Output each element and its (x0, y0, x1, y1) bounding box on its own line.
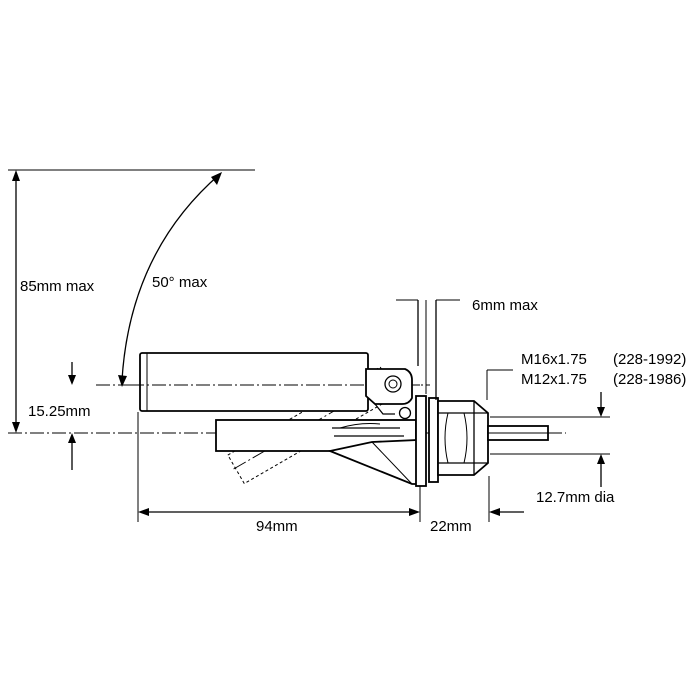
angle-dimension: 50° max (118, 172, 222, 387)
float-body (130, 352, 420, 412)
height-arrow-bottom (12, 422, 20, 433)
offset-label: 15.25mm (28, 403, 91, 420)
length-arrow-right (409, 508, 420, 516)
thread-small-label: M12x1.75 (521, 371, 587, 388)
clearance-label: 6mm max (472, 297, 538, 314)
offset-arrow-top (68, 375, 76, 385)
hinge-pivot-outer (384, 375, 402, 393)
offset-dimension: 15.25mm (28, 362, 91, 470)
height-arrow-top (12, 170, 20, 181)
thread-small-part-label: (228-1986) (613, 371, 686, 388)
washer (428, 397, 439, 483)
thread-callout: M16x1.75 (228-1992) M12x1.75 (228-1986) (486, 351, 686, 400)
float-cylinder (139, 352, 369, 412)
height-dimension: 85mm max (8, 169, 255, 433)
mounting-flange (415, 300, 439, 487)
thread-large-label: M16x1.75 (521, 351, 587, 368)
hinge (365, 368, 413, 433)
hinge-block (365, 368, 413, 405)
mount-length-label: 22mm (430, 518, 472, 535)
height-label-bg (18, 276, 110, 296)
hinge-pivot-inner (388, 379, 398, 389)
dia-arrow-bottom (597, 454, 605, 464)
dia-arrow-top (597, 407, 605, 417)
flange-plate (415, 395, 427, 487)
mount-arrow (489, 508, 500, 516)
length-label: 94mm (256, 518, 298, 535)
offset-arrow-bottom (68, 433, 76, 443)
nut-curve-right (463, 412, 468, 464)
stem-wire-curve (339, 423, 381, 429)
length-arrow-left (138, 508, 149, 516)
bracket-edge (371, 441, 413, 485)
hex-nut (437, 400, 489, 476)
angle-arrow-bottom (118, 375, 127, 387)
switch-stem (215, 419, 419, 485)
clearance-dimension: 6mm max (396, 297, 538, 400)
height-label: 85mm max (20, 278, 95, 295)
spring-coil-1 (398, 406, 412, 420)
angle-label-bg (148, 271, 220, 291)
angle-arc (121, 173, 221, 381)
thread-large-part-label: (228-1992) (613, 351, 686, 368)
nut-curve-left (444, 412, 449, 464)
hinge-arm (374, 403, 395, 415)
diameter-label: 12.7mm dia (536, 489, 615, 506)
diameter-dimension: 12.7mm dia (490, 392, 615, 506)
length-dimensions: 94mm 22mm (137, 412, 524, 535)
angle-label: 50° max (152, 274, 208, 291)
cable-exit (487, 425, 566, 441)
angle-arrow-top (211, 172, 222, 185)
